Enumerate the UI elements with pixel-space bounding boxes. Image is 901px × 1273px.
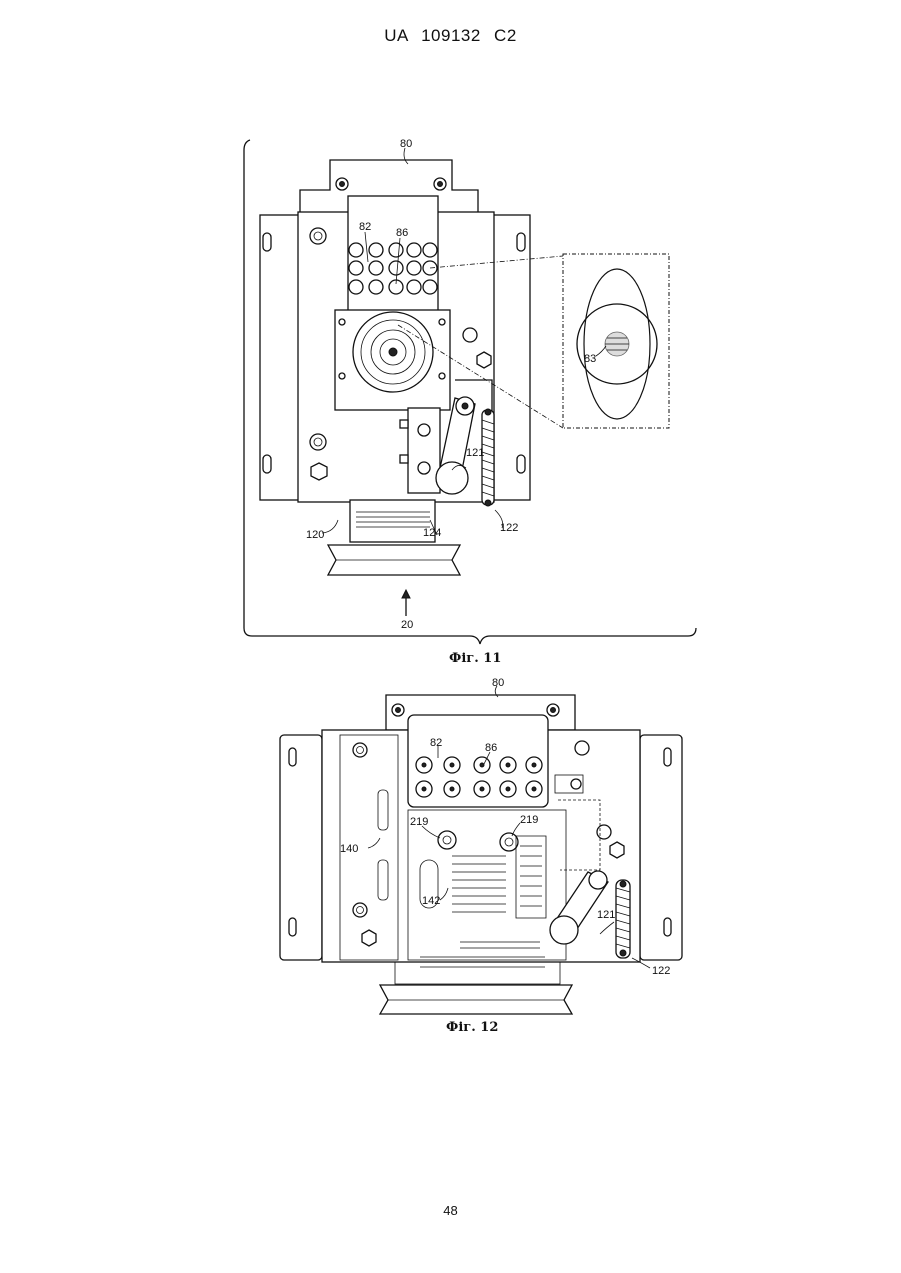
fig12-label-142: 142	[422, 895, 440, 907]
fig11-label-122: 122	[500, 522, 518, 534]
fig12-label-86: 86	[485, 742, 497, 754]
fig12-right-flange	[640, 735, 682, 960]
fig11-pin-grid	[349, 243, 437, 294]
fig12-label-140: 140	[340, 843, 358, 855]
fig11-label-83: 83	[584, 353, 596, 365]
figure-11: 80 82 86 83 121 120 124 122 20 Фіг. 11	[244, 138, 696, 666]
fig12-label-121: 121	[597, 909, 615, 921]
fig11-diaphragm	[353, 312, 433, 392]
fig11-label-86: 86	[396, 227, 408, 239]
page-number: 48	[0, 1203, 901, 1218]
fig11-label-82: 82	[359, 221, 371, 233]
fig11-label-80: 80	[400, 138, 412, 150]
fig12-label-219-left: 219	[410, 816, 428, 828]
fig12-label-219-right: 219	[520, 814, 538, 826]
fig12-caption: Фіг. 12	[446, 1020, 498, 1035]
fig11-label-120: 120	[306, 529, 324, 541]
figure-12: 80 82 86 219 219 140 142 121 122 Фіг. 12	[280, 677, 682, 1035]
fig12-label-122: 122	[652, 965, 670, 977]
fig12-label-82: 82	[430, 737, 442, 749]
fig11-label-121: 121	[466, 447, 484, 459]
fig11-label-124: 124	[423, 527, 441, 539]
fig11-label-20: 20	[401, 619, 413, 631]
fig11-caption: Фіг. 11	[449, 651, 501, 666]
fig12-spring	[616, 880, 630, 958]
fig12-label-80: 80	[492, 677, 504, 689]
fig12-left-flange	[280, 735, 322, 960]
fig12-pulley	[380, 985, 572, 1014]
